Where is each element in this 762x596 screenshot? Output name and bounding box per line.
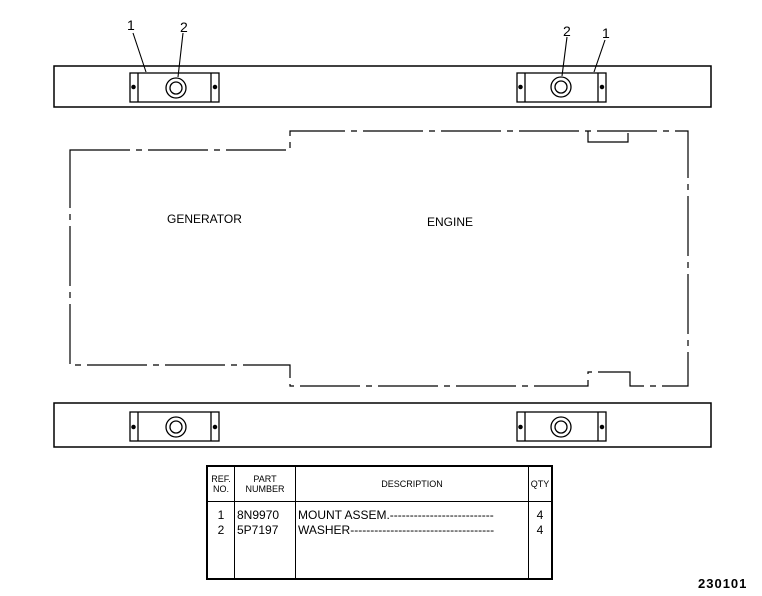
empty-cell	[295, 538, 529, 579]
empty-cell	[234, 538, 296, 579]
mount-bottom-right	[516, 411, 607, 442]
header-description: DESCRIPTION	[295, 465, 529, 502]
row-ref: 1	[206, 501, 235, 523]
generator-label: GENERATOR	[167, 212, 242, 226]
callout-label: 1	[602, 25, 610, 41]
row-ref: 2	[206, 523, 235, 538]
callout-label: 2	[563, 23, 571, 39]
row-leader: --------------------------	[389, 508, 494, 522]
washer-left	[165, 77, 187, 99]
table-row: 1 8N9970 MOUNT ASSEM.-------------------…	[206, 501, 553, 523]
engine-label: ENGINE	[427, 215, 473, 229]
row-part-number: 5P7197	[234, 523, 296, 538]
leader-line	[132, 32, 147, 73]
table-row-empty	[206, 538, 553, 579]
top-frame-rail	[53, 65, 712, 108]
leader-line	[561, 36, 568, 77]
header-qty: QTY	[528, 465, 553, 502]
callout-label: 2	[180, 19, 188, 35]
row-description: MOUNT ASSEM.--------------------------	[295, 501, 529, 523]
row-qty: 4	[528, 501, 553, 523]
row-description-text: WASHER	[298, 523, 351, 537]
drawing-number: 230101	[698, 576, 748, 591]
leader-line	[177, 32, 184, 78]
row-description: WASHER----------------------------------…	[295, 523, 529, 538]
header-part-number: PART NUMBER	[234, 465, 296, 502]
parts-table: REF. NO. PART NUMBER DESCRIPTION QTY 1 8…	[206, 465, 553, 580]
bottom-frame-rail	[53, 402, 712, 448]
mount-left	[129, 72, 220, 103]
parts-table-header: REF. NO. PART NUMBER DESCRIPTION QTY	[206, 465, 553, 502]
mount-bottom-left	[129, 411, 220, 442]
row-part-number: 8N9970	[234, 501, 296, 523]
engine-generator-outline	[69, 130, 689, 387]
empty-cell	[528, 538, 553, 579]
row-leader: ------------------------------------	[350, 523, 495, 537]
empty-cell	[206, 538, 235, 579]
table-row: 2 5P7197 WASHER-------------------------…	[206, 523, 553, 538]
row-qty: 4	[528, 523, 553, 538]
mount-right	[516, 72, 607, 103]
row-description-text: MOUNT ASSEM.	[298, 508, 390, 522]
callout-label: 1	[127, 17, 135, 33]
leader-line	[593, 39, 606, 73]
header-ref-no: REF. NO.	[206, 465, 235, 502]
washer-right	[550, 76, 572, 98]
